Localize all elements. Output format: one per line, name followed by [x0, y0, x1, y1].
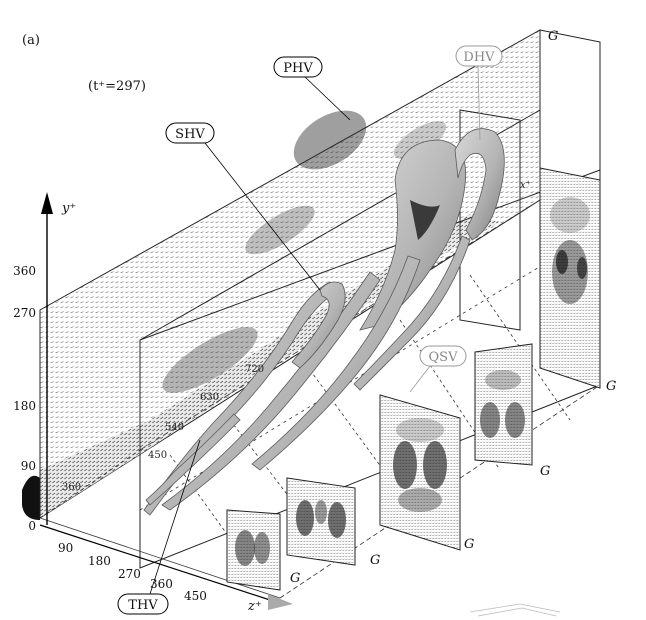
section-label-3: G	[464, 537, 474, 552]
inner-tick-360: 360	[62, 482, 81, 493]
y-axis-arrow-icon	[41, 192, 53, 214]
y-tick-360: 360	[13, 264, 36, 278]
section-label-4: G	[540, 464, 550, 479]
inner-tick-630: 630	[200, 392, 219, 403]
inner-tick-450: 450	[148, 450, 167, 461]
callout-qsv: QSV	[410, 346, 466, 392]
svg-text:DHV: DHV	[463, 50, 495, 65]
svg-text:THV: THV	[128, 598, 158, 613]
z-axis-arrow-icon	[268, 594, 293, 610]
section-plane-2	[287, 478, 355, 565]
section-plane-1	[227, 510, 280, 590]
inner-tick-720: 720	[245, 364, 264, 375]
section-plane-4	[475, 344, 532, 465]
z-tick-450: 450	[184, 589, 207, 603]
y-tick-270: 270	[13, 306, 36, 320]
svg-text:PHV: PHV	[283, 61, 313, 76]
y-tick-90: 90	[21, 459, 36, 473]
svg-text:SHV: SHV	[175, 127, 205, 142]
y-tick-0: 0	[28, 519, 36, 533]
svg-text:QSV: QSV	[429, 350, 459, 365]
z-axis-label: z⁺	[247, 599, 262, 614]
panel-label: (a)	[22, 33, 40, 48]
y-tick-180: 180	[13, 399, 36, 413]
inner-tick-540: 540	[165, 422, 184, 433]
time-label: (t⁺=297)	[88, 79, 146, 94]
section-plane-5	[540, 168, 600, 388]
z-tick-270: 270	[118, 567, 141, 581]
bottom-right-fragment	[470, 604, 560, 616]
y-axis-label: y⁺	[61, 201, 76, 216]
z-tick-180: 180	[88, 554, 111, 568]
section-label-1: G	[290, 571, 300, 586]
section-plane-3	[380, 395, 460, 550]
callout-phv: PHV	[274, 57, 350, 120]
z-tick-90: 90	[58, 541, 73, 555]
section-label-top: G	[548, 29, 558, 44]
x-axis-label: x⁺	[520, 180, 531, 191]
section-label-2: G	[370, 553, 380, 568]
section-label-5: G	[606, 379, 616, 394]
